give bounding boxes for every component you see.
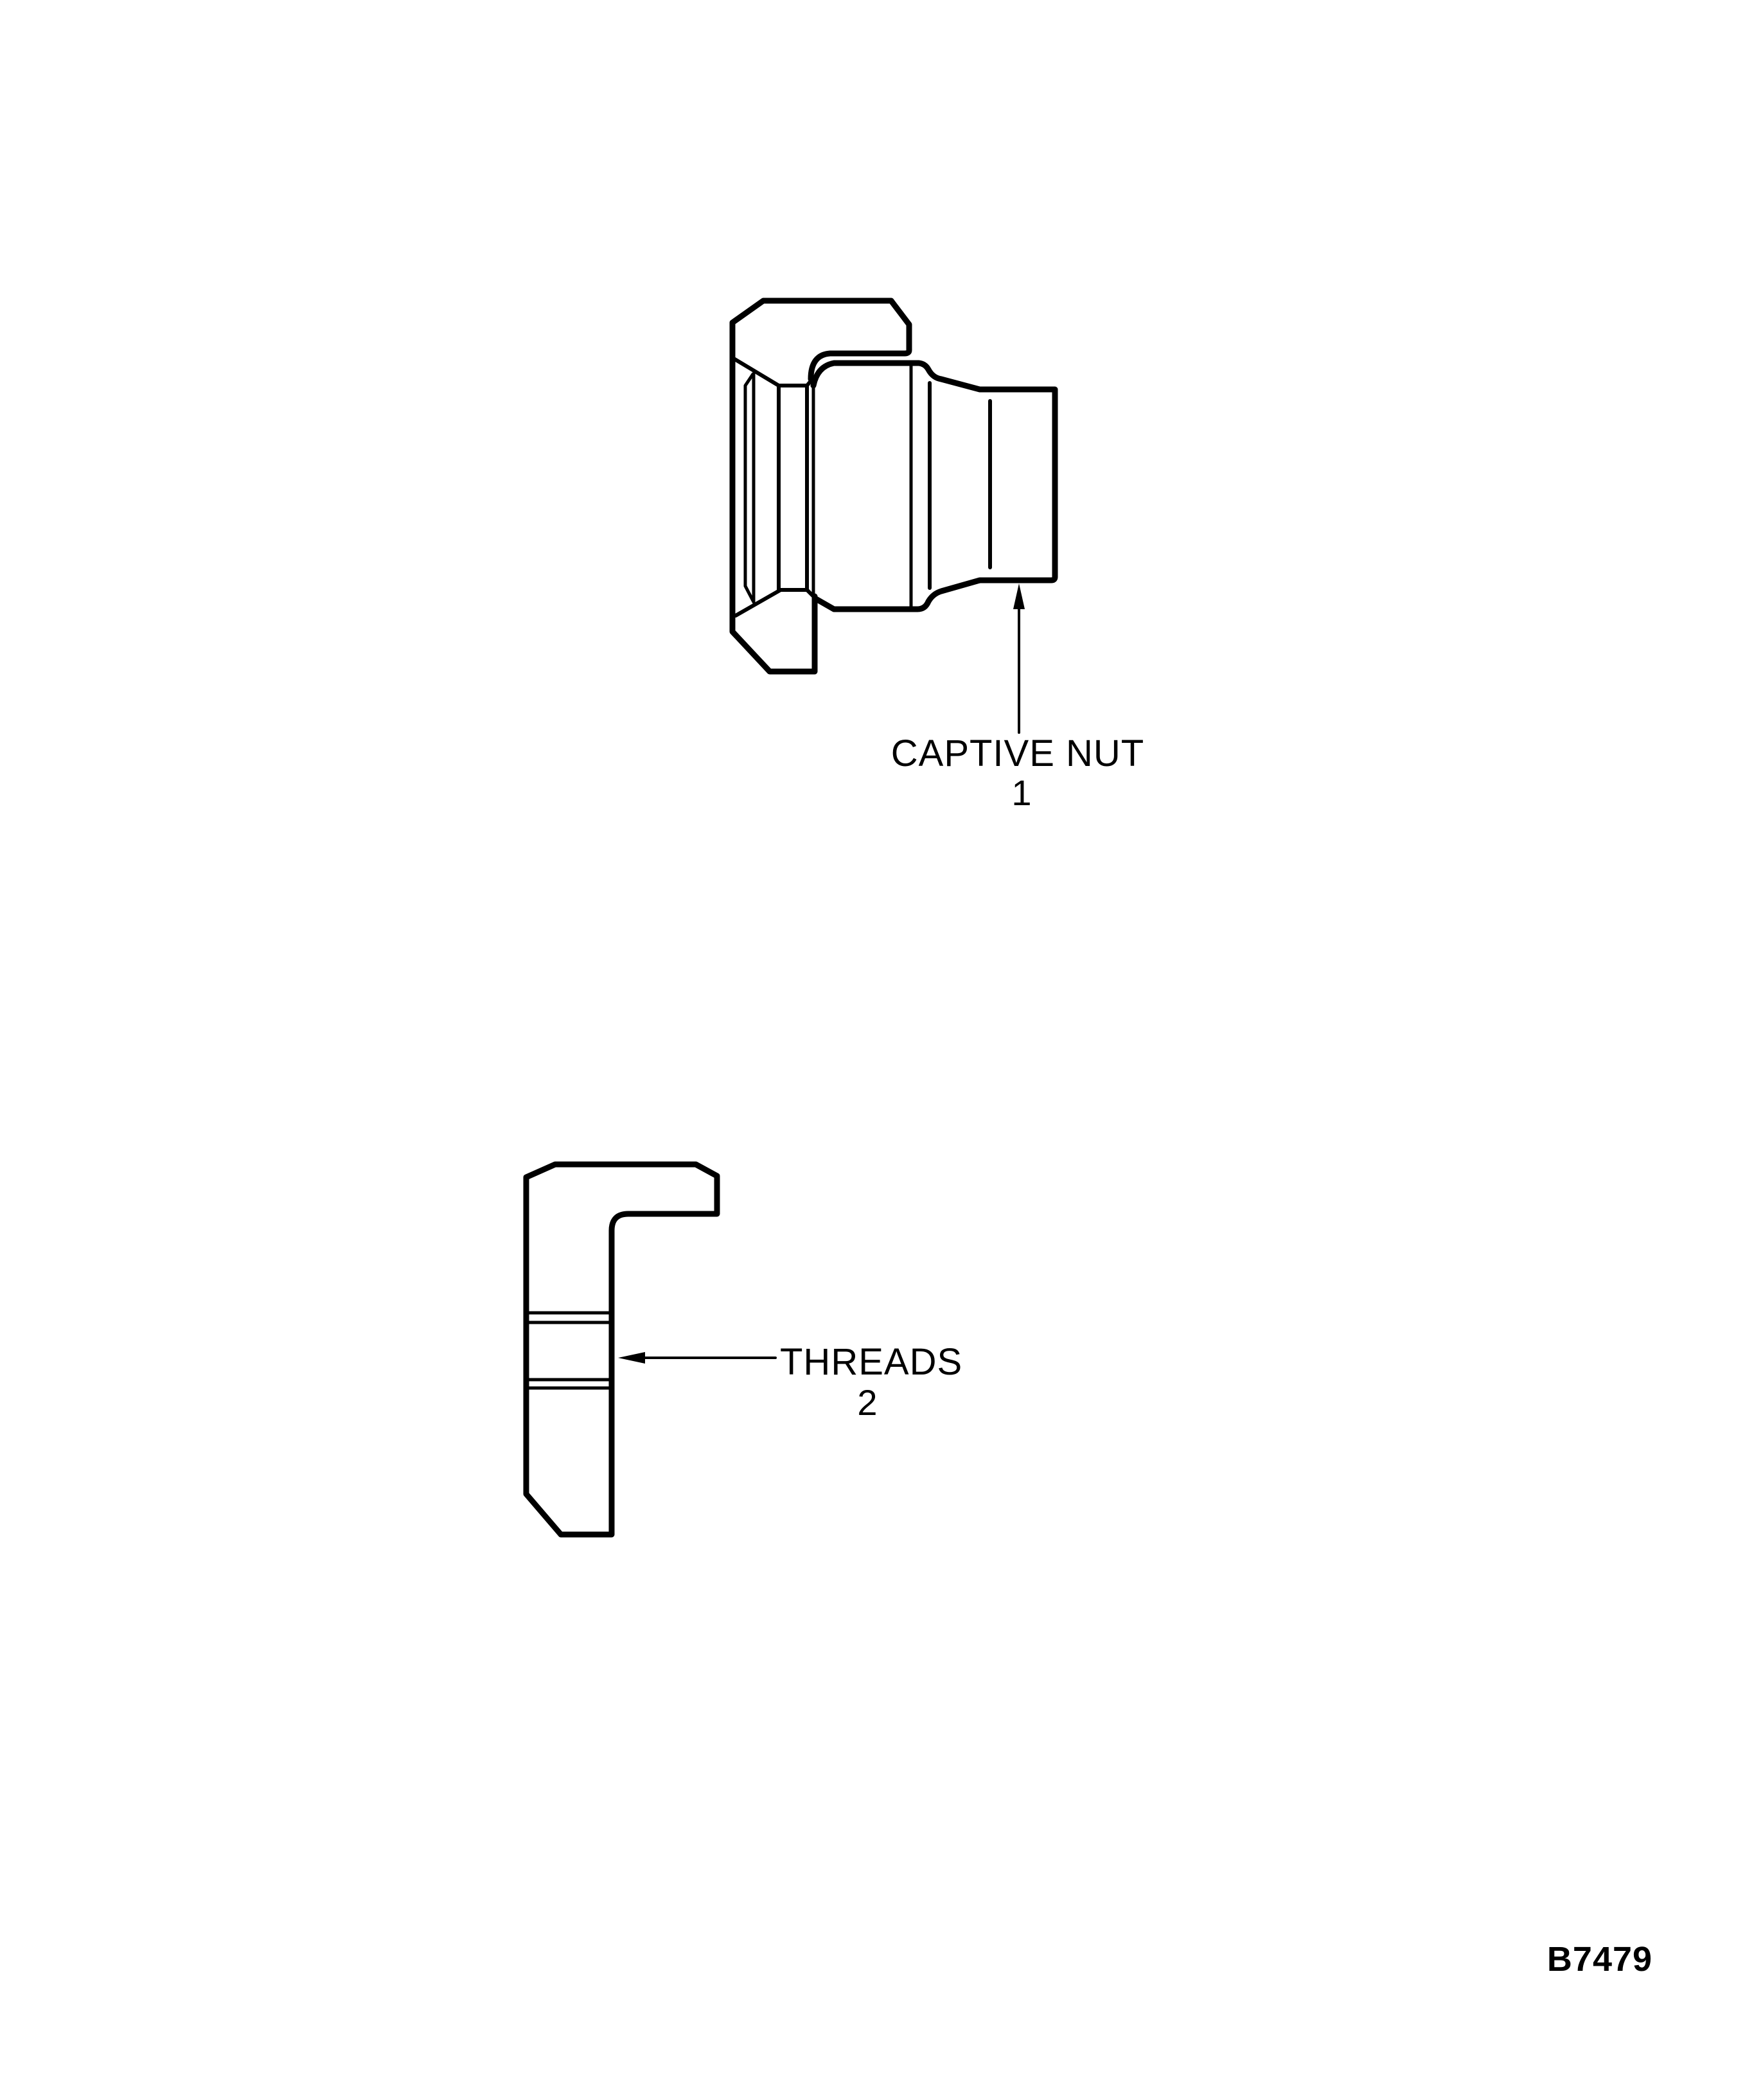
threads-label: THREADS xyxy=(780,1341,963,1383)
threads-leader-arrow xyxy=(618,1352,777,1364)
captive-nut-drawing xyxy=(729,298,1058,675)
captive-nut-leader-arrow xyxy=(1013,583,1025,734)
threads-number: 2 xyxy=(857,1382,878,1423)
figure-id-label: B7479 xyxy=(1546,1940,1653,1979)
captive-nut-label: CAPTIVE NUT xyxy=(890,733,1145,774)
captive-nut-number: 1 xyxy=(1011,772,1032,813)
threads-drawing xyxy=(523,1161,720,1538)
